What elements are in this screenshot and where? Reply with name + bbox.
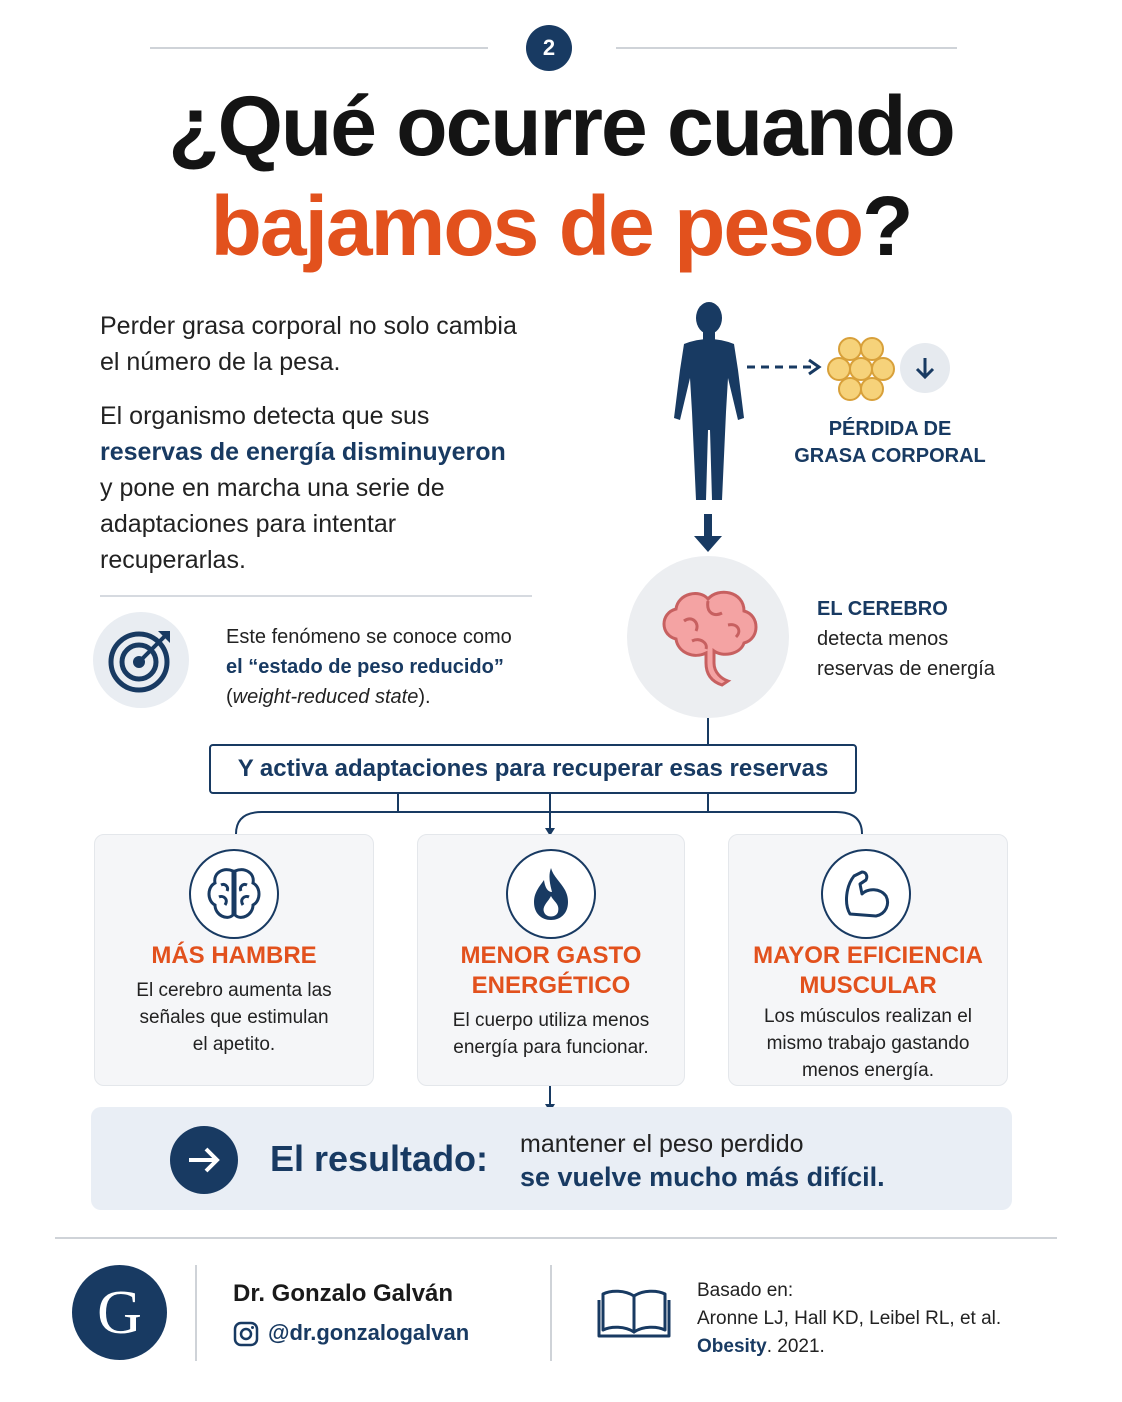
open-book-icon [597, 1289, 671, 1338]
card-lower-energy-expenditure: MENOR GASTO ENERGÉTICO El cuerpo utiliza … [417, 834, 685, 1086]
title-line-2: bajamos de peso? [0, 182, 1122, 270]
phenomenon-highlight: el “estado de peso reducido” [226, 656, 504, 678]
human-body-icon [674, 302, 744, 500]
intro-divider [100, 595, 532, 597]
arrow-down-icon [900, 343, 950, 393]
adaptations-header-box: Y activa adaptaciones para recuperar esa… [209, 744, 857, 794]
phenomenon-english: weight-reduced state [232, 686, 419, 708]
intro-p2-start: El organismo detecta que sus [100, 402, 430, 430]
card-title: MAYOR EFICIENCIA MUSCULAR [729, 941, 1007, 1001]
card-text-line: el apetito. [192, 1034, 276, 1055]
fat-cells-icon [827, 337, 895, 401]
intro-paragraph-1: Perder grasa corporal no solo cambia el … [100, 312, 517, 376]
author-logo: G [72, 1265, 167, 1360]
section-number-badge: 2 [526, 25, 572, 71]
brain-icon [627, 556, 789, 718]
result-label: El resultado: [270, 1138, 489, 1179]
card-title-line: MENOR GASTO [460, 942, 642, 969]
phenomenon-paren-open: ( [226, 686, 233, 708]
card-more-hunger: MÁS HAMBRE El cerebro aumenta las señales… [94, 834, 374, 1086]
footer-separator [550, 1265, 552, 1361]
card-text-line: menos energía. [801, 1060, 935, 1081]
logo-letter: G [97, 1278, 142, 1347]
card-title: MENOR GASTO ENERGÉTICO [418, 941, 684, 1001]
footer-rule [55, 1237, 1057, 1239]
card-title-line: MUSCULAR [799, 972, 937, 999]
brain-line1: detecta menos [817, 628, 949, 650]
result-line-1: mantener el peso perdido [520, 1130, 804, 1158]
brain-title: EL CEREBRO [817, 598, 948, 620]
result-line-2: se vuelve mucho más difícil. [520, 1162, 885, 1192]
citation: Basado en: Aronne LJ, Hall KD, Leibel RL,… [697, 1277, 1001, 1361]
phenomenon-text: Este fenómeno se conoce como el “estado d… [226, 622, 546, 712]
card-text-line: señales que estimulan [139, 1007, 329, 1028]
arrow-down-body-to-brain [694, 514, 722, 552]
card-description: El cuerpo utiliza menos energía para func… [418, 1007, 684, 1061]
intro-paragraph-2: El organismo detecta que sus reservas de … [100, 398, 540, 578]
author-name: Dr. Gonzalo Galván [233, 1280, 454, 1307]
intro-p2-end: y pone en marcha una serie de adaptacion… [100, 474, 445, 574]
phenomenon-paren-close: ). [418, 686, 431, 708]
card-text-line: El cerebro aumenta las [136, 980, 332, 1001]
card-description: El cerebro aumenta las señales que estimu… [95, 977, 373, 1058]
result-panel [91, 1107, 1012, 1210]
title-line-1: ¿Qué ocurre cuando [168, 79, 955, 173]
citation-year: . 2021. [766, 1336, 825, 1357]
brain-outline-icon [189, 849, 279, 939]
title-question-mark: ? [862, 179, 913, 273]
fat-loss-label: PÉRDIDA DE GRASA CORPORAL [790, 416, 990, 470]
citation-authors: Aronne LJ, Hall KD, Leibel RL, et al. [697, 1308, 1002, 1329]
card-text-line: mismo trabajo gastando [766, 1033, 970, 1054]
intro-p2-highlight: reservas de energía disminuyeron [100, 438, 506, 466]
footer-separator [195, 1265, 197, 1361]
card-text-line: El cuerpo utiliza menos [452, 1010, 650, 1031]
card-title-line: MAYOR EFICIENCIA [753, 942, 983, 969]
phenomenon-line1: Este fenómeno se conoce como [226, 626, 512, 648]
dashed-arrow-icon [747, 358, 822, 376]
fat-loss-label-line2: GRASA CORPORAL [794, 445, 986, 467]
card-description: Los músculos realizan el mismo trabajo ga… [729, 1003, 1007, 1084]
instagram-icon [233, 1321, 259, 1347]
card-muscle-efficiency: MAYOR EFICIENCIA MUSCULAR Los músculos re… [728, 834, 1008, 1086]
header-rule-right [616, 47, 957, 49]
card-text-line: energía para funcionar. [453, 1037, 649, 1058]
card-title: MÁS HAMBRE [151, 942, 317, 969]
card-title-line: ENERGÉTICO [471, 972, 631, 999]
fat-loss-label-line1: PÉRDIDA DE [828, 418, 952, 440]
card-text-line: Los músculos realizan el [763, 1006, 973, 1027]
brain-line2: reservas de energía [817, 658, 995, 680]
target-icon [93, 612, 189, 708]
citation-journal: Obesity [697, 1336, 767, 1357]
citation-label: Basado en: [697, 1280, 794, 1301]
brain-description: EL CEREBRO detecta menos reservas de energ… [817, 594, 1047, 684]
header-rule-left [150, 47, 488, 49]
flexed-arm-icon [821, 849, 911, 939]
title-highlight: bajamos de peso [210, 179, 865, 273]
flame-icon [506, 849, 596, 939]
arrow-right-icon [170, 1126, 238, 1194]
instagram-handle[interactable]: @dr.gonzalogalvan [268, 1320, 470, 1345]
